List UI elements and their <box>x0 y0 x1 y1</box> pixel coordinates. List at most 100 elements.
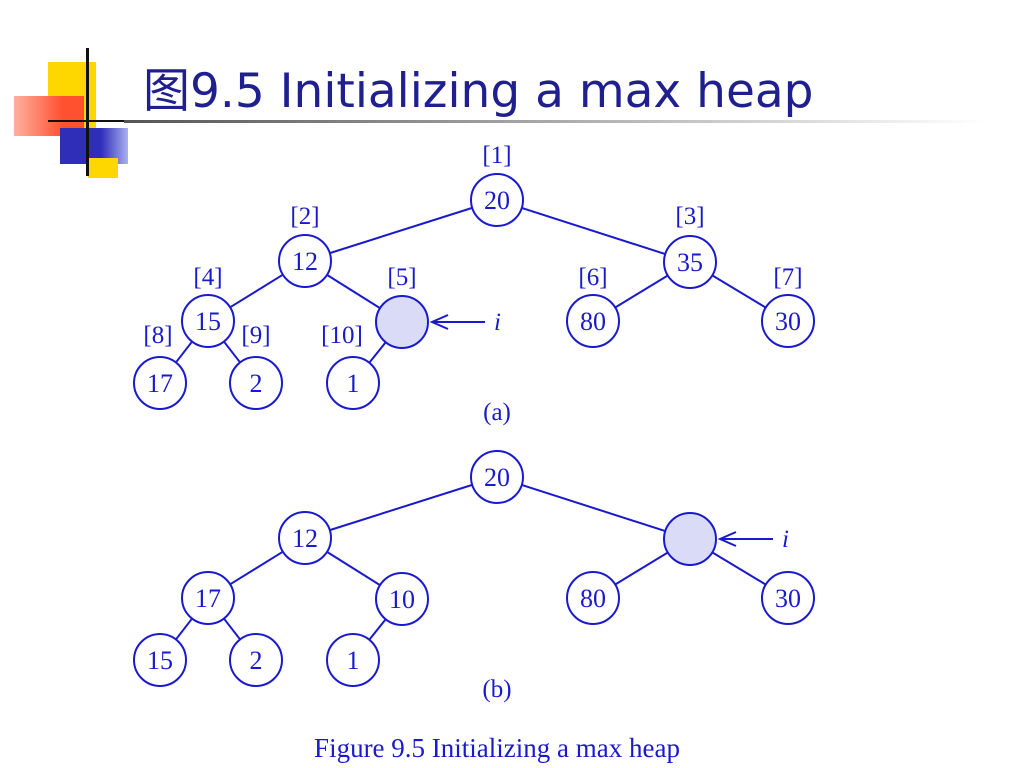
corner-decoration <box>0 40 140 180</box>
pointer-label: i <box>494 309 501 336</box>
heap-node: 30 <box>761 294 815 348</box>
node-value: 20 <box>484 186 510 215</box>
tree-edge <box>175 340 193 364</box>
heap-node: 1 <box>326 356 380 410</box>
node-circle <box>375 295 429 349</box>
slide-title: 图9.5 Initializing a max heap <box>143 64 814 119</box>
tree-edge <box>326 273 381 310</box>
node-circle <box>181 294 235 348</box>
array-index-label: [5] <box>387 264 416 291</box>
heap-node: 17 <box>181 571 235 625</box>
node-circle <box>663 235 717 289</box>
node-circle <box>133 633 187 687</box>
tree-edge <box>329 483 473 532</box>
tree-edge <box>175 617 193 641</box>
node-value: 2 <box>250 369 263 398</box>
heap-node: 10 <box>375 572 429 626</box>
node-circle <box>181 571 235 625</box>
tree-edge <box>614 551 669 586</box>
node-circle <box>761 571 815 625</box>
node-value: 2 <box>250 646 263 675</box>
array-index-label: [7] <box>773 264 802 291</box>
heap-node: 12 <box>278 234 332 288</box>
node-value: 1 <box>347 369 360 398</box>
panel-caption: (a) <box>483 399 511 426</box>
tree-edge <box>521 484 666 532</box>
heap-node: 2 <box>229 633 283 687</box>
node-value: 1 <box>347 646 360 675</box>
node-value: 20 <box>484 463 510 492</box>
array-index-label: [2] <box>290 203 319 230</box>
node-value: 17 <box>195 584 221 613</box>
highlighted-empty-node <box>375 295 429 349</box>
tree-edge <box>368 618 387 641</box>
arrow-head-icon <box>429 314 449 330</box>
heap-node: 1 <box>326 633 380 687</box>
node-value: 35 <box>677 248 703 277</box>
tree-edge <box>521 207 666 255</box>
pointer-label: i <box>782 526 789 553</box>
arrow-head-icon <box>717 531 737 547</box>
tree-edge <box>229 273 284 309</box>
node-circle <box>566 571 620 625</box>
highlighted-empty-node <box>663 512 717 566</box>
array-index-label: [3] <box>675 203 704 230</box>
node-circle <box>326 356 380 410</box>
node-value: 30 <box>775 584 801 613</box>
node-value: 17 <box>147 369 173 398</box>
node-value: 15 <box>195 307 221 336</box>
node-value: 12 <box>292 524 318 553</box>
node-value: 12 <box>292 247 318 276</box>
panel-caption: (b) <box>482 676 511 703</box>
node-value: 10 <box>389 585 415 614</box>
node-circle <box>326 633 380 687</box>
heap-node: 30 <box>761 571 815 625</box>
node-circle <box>278 511 332 565</box>
tree-edge <box>229 550 284 586</box>
node-circle <box>278 234 332 288</box>
node-circle <box>761 294 815 348</box>
node-circle <box>470 173 524 227</box>
node-circle <box>470 450 524 504</box>
heap-node: 17 <box>133 356 187 410</box>
deco-yellow-small <box>88 158 118 178</box>
title-underline <box>124 120 984 123</box>
tree-edge <box>223 340 241 364</box>
tree-edge <box>326 550 381 587</box>
tree-edge <box>223 617 241 641</box>
array-index-label: [6] <box>578 264 607 291</box>
node-value: 80 <box>580 307 606 336</box>
node-value: 80 <box>580 584 606 613</box>
figure-caption: Figure 9.5 Initializing a max heap <box>314 733 680 763</box>
node-circle <box>229 633 283 687</box>
array-index-label: [8] <box>143 322 172 349</box>
heap-node: 80 <box>566 571 620 625</box>
heap-node: 2 <box>229 356 283 410</box>
node-circle <box>375 572 429 626</box>
heap-node: 80 <box>566 294 620 348</box>
tree-edge <box>711 274 767 309</box>
heap-node: 20 <box>470 173 524 227</box>
pointer-arrow: i <box>717 526 789 553</box>
deco-vertical-line <box>86 48 89 176</box>
array-index-label: [9] <box>241 322 270 349</box>
node-circle <box>566 294 620 348</box>
heap-node: 12 <box>278 511 332 565</box>
node-value: 15 <box>147 646 173 675</box>
node-circle <box>663 512 717 566</box>
node-circle <box>229 356 283 410</box>
array-index-label: [10] <box>321 322 363 349</box>
heap-node: 35 <box>663 235 717 289</box>
deco-horizontal-line <box>48 120 126 122</box>
tree-edge <box>711 551 767 586</box>
tree-edge <box>368 341 387 364</box>
node-value: 30 <box>775 307 801 336</box>
pointer-arrow: i <box>429 309 501 336</box>
tree-edge <box>329 206 473 255</box>
heap-node: 15 <box>181 294 235 348</box>
heap-node: 15 <box>133 633 187 687</box>
tree-edge <box>614 274 669 309</box>
